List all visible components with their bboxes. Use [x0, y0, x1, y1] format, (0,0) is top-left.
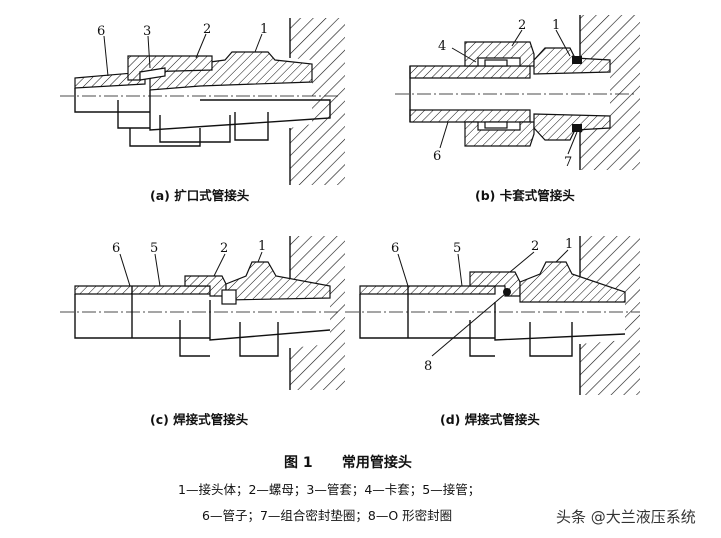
panel-d-label-2: 2: [531, 239, 539, 254]
panel-d-wall: [580, 236, 640, 395]
panel-b-label-1: 1: [552, 18, 560, 33]
panel-b-nut-2-lower: [464, 121, 535, 147]
panel-b-nut-2: [464, 41, 535, 67]
panel-c-welded-fitting: 6 5 2 1 (c) 焊接式管接头: [60, 236, 345, 427]
panel-d-pipe-6: [359, 285, 496, 295]
panel-b-seal-7: [572, 56, 582, 64]
panel-b-caption: (b) 卡套式管接头: [475, 188, 575, 203]
panel-a-sleeve-3: [139, 67, 166, 81]
panel-c-label-1: 1: [258, 239, 266, 254]
panel-c-caption: (c) 焊接式管接头: [150, 412, 249, 427]
panel-b-ferrule-4: [484, 59, 508, 67]
legend-line-1: 1—接头体；2—螺母；3—管套；4—卡套；5—接管；: [178, 482, 480, 497]
panel-a-wall: [290, 18, 345, 185]
panel-a-label-2: 2: [203, 22, 211, 37]
panel-b-wall: [580, 15, 640, 170]
panel-a-flared-fitting: 6 3 2 1 (a) 扩口式管接头: [60, 18, 345, 203]
watermark: 头条 @大兰液压系统: [556, 508, 696, 526]
figure-title: 图 1 常用管接头: [284, 454, 412, 471]
panel-d-label-6: 6: [391, 241, 399, 256]
panel-a-label-3: 3: [143, 24, 151, 39]
panel-a-body-1: [149, 51, 313, 91]
panel-c-nipple-5: [221, 289, 237, 305]
panel-c-label-5: 5: [150, 241, 158, 256]
panel-c-label-6: 6: [112, 241, 120, 256]
panel-b-ferrule-4-lower: [484, 121, 508, 129]
panel-b-label-7: 7: [564, 155, 572, 170]
panel-b-label-6: 6: [433, 149, 441, 164]
panel-a-label-1: 1: [260, 22, 268, 37]
panel-d-welded-oring-fitting: 6 5 2 1 8 (d) 焊接式管接头: [345, 236, 640, 427]
panel-b-label-4: 4: [438, 39, 446, 54]
panel-c-label-2: 2: [220, 241, 228, 256]
panel-b-seal-7-lower: [572, 124, 582, 132]
panel-a-label-6: 6: [97, 24, 105, 39]
panel-b-ferrule-fitting: 4 2 1 6 7 (b) 卡套式管接头: [395, 15, 640, 203]
panel-d-caption: (d) 焊接式管接头: [440, 412, 540, 427]
panel-b-tube-top: [409, 65, 531, 79]
panel-c-body-1: [225, 261, 331, 301]
panel-b-tube-bottom: [409, 109, 531, 123]
panel-d-label-1: 1: [565, 237, 573, 252]
panel-d-label-5: 5: [453, 241, 461, 256]
panel-c-pipe-6: [74, 285, 211, 295]
legend-line-2: 6—管子；7—组合密封垫圈；8—O 形密封圈: [202, 508, 452, 523]
panel-c-wall: [290, 236, 345, 390]
panel-b-label-2: 2: [518, 18, 526, 33]
panel-a-caption: (a) 扩口式管接头: [150, 188, 250, 203]
panel-c-nut-2: [184, 275, 227, 297]
panel-d-label-8: 8: [424, 359, 432, 374]
panel-d-body-1: [519, 261, 626, 303]
